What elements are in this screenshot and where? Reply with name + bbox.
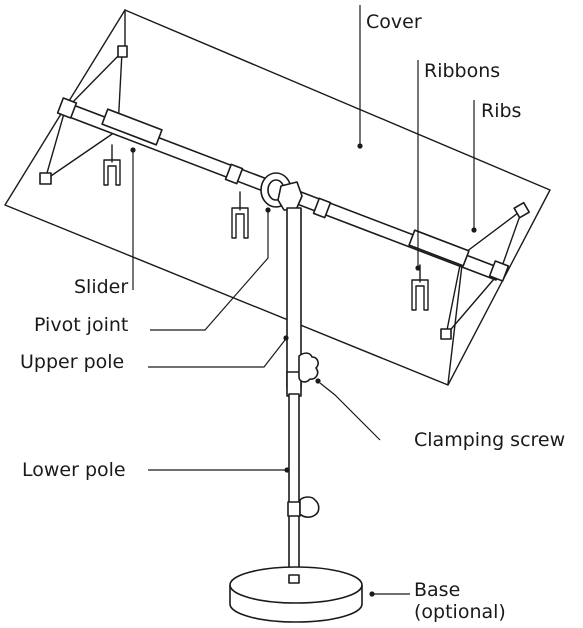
label-cover: Cover bbox=[366, 11, 422, 33]
clamping-screw bbox=[298, 352, 320, 518]
left-ribs bbox=[39, 45, 128, 185]
labels: Cover Ribbons Ribs Slider Pivot joint Up… bbox=[20, 11, 565, 623]
pivot-joint bbox=[260, 172, 303, 211]
label-upper-pole: Upper pole bbox=[20, 351, 124, 373]
right-ribs bbox=[440, 201, 530, 385]
cover-panel bbox=[4, 9, 551, 386]
label-ribbons: Ribbons bbox=[424, 60, 500, 82]
leader-lines bbox=[130, 5, 477, 597]
base bbox=[229, 566, 363, 623]
label-slider: Slider bbox=[74, 276, 128, 298]
poles bbox=[286, 207, 302, 583]
label-pivot-joint: Pivot joint bbox=[34, 314, 128, 336]
label-ribs: Ribs bbox=[481, 100, 521, 122]
label-lower-pole: Lower pole bbox=[22, 459, 126, 481]
label-clamping-screw: Clamping screw bbox=[414, 429, 565, 451]
label-base-optional: (optional) bbox=[414, 601, 506, 623]
label-base: Base bbox=[414, 579, 460, 601]
